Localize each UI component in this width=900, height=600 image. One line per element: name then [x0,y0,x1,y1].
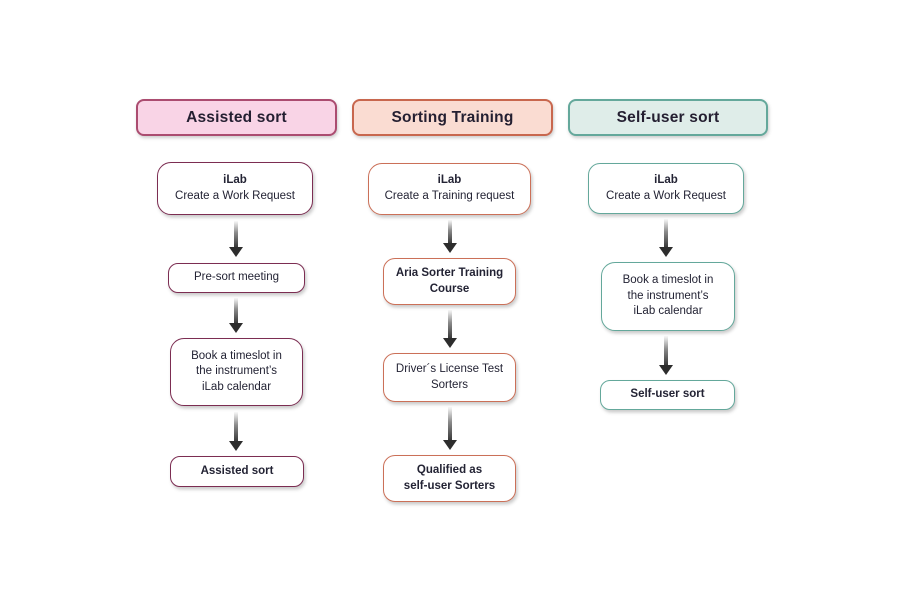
flow-box-aria-sorter-training-course: Aria Sorter Training Course [383,258,516,305]
down-arrow-icon [658,219,674,257]
box-line: iLab calendar [201,380,272,393]
box-line: Course [429,282,470,295]
down-arrow-icon [228,221,244,257]
box-line: Self-user sort [630,388,705,401]
box-line: iLab [223,173,247,186]
down-arrow-icon [228,298,244,333]
column-header-assisted-sort: Assisted sort [136,99,337,136]
box-line: Driver´s License Test [395,362,504,375]
down-arrow-icon [228,412,244,451]
box-line: Sorters [430,378,469,391]
flow-box-assisted-sort: Assisted sort [170,456,304,487]
box-line: Book a timeslot in [622,274,714,287]
column-header-sorting-training: Sorting Training [352,99,553,136]
flow-box-self-user-sort: Self-user sort [600,380,735,410]
flow-box-qualified-self-user: Qualified as self-user Sorters [383,455,516,502]
box-line: Create a Training request [384,190,515,202]
box-line: iLab calendar [633,305,703,318]
down-arrow-icon [442,407,458,450]
flow-box-ilab-training-request: iLab Create a Training request [368,163,531,215]
flow-box-drivers-license-test: Driver´s License Test Sorters [383,353,516,402]
down-arrow-icon [442,220,458,253]
box-line: Aria Sorter Training [395,266,504,279]
box-line: iLab [654,173,678,186]
box-line: Create a Work Request [606,189,726,202]
flow-box-ilab-work-request-2: iLab Create a Work Request [588,163,744,214]
box-line: Pre-sort meeting [193,271,279,284]
flow-box-pre-sort-meeting: Pre-sort meeting [168,263,305,293]
box-line: Assisted sort [200,464,274,477]
box-line: Book a timeslot in [191,349,282,362]
flow-box-book-timeslot-1: Book a timeslot in the instrument’s iLab… [170,338,303,406]
box-line: the instrument’s [196,365,277,378]
box-line: iLab [437,174,462,187]
flow-box-ilab-work-request-1: iLab Create a Work Request [157,162,313,215]
box-line: self-user Sorters [403,479,496,492]
column-header-self-user-sort: Self-user sort [568,99,768,136]
box-line: Create a Work Request [175,189,295,202]
down-arrow-icon [442,310,458,348]
box-line: the instrument’s [627,289,709,302]
flow-box-book-timeslot-2: Book a timeslot in the instrument’s iLab… [601,262,735,331]
down-arrow-icon [658,336,674,375]
box-line: Qualified as [416,463,483,476]
